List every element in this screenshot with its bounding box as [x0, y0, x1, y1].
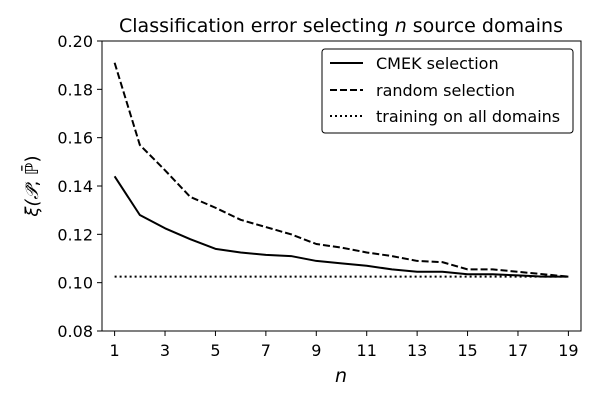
x-tick-label: 5: [210, 341, 220, 360]
y-axis-ticks: 0.08 0.10 0.12 0.14 0.16 0.18 0.20: [57, 32, 102, 341]
y-axis-label-part-4: ℙ̄: [21, 162, 43, 175]
x-tick-label: 9: [311, 341, 321, 360]
plot-area-frame: [101, 40, 582, 332]
x-tick-label: 7: [261, 341, 271, 360]
x-axis-label: n: [335, 365, 347, 387]
chart-title: Classification error selecting n source …: [119, 15, 563, 37]
y-tick-label: 0.20: [57, 32, 93, 51]
y-axis-label-part-1: ξ(: [22, 199, 43, 218]
chart-title-prefix: Classification error selecting: [119, 15, 395, 37]
y-tick-label: 0.14: [57, 177, 93, 196]
x-tick-label: 19: [558, 341, 578, 360]
chart-title-suffix: source domains: [407, 15, 563, 37]
series-line-cmek: [113, 175, 569, 278]
y-axis-label: ξ(𝒫̂, ℙ̄): [21, 155, 43, 217]
y-tick-label: 0.18: [57, 80, 93, 99]
legend-label-cmek: CMEK selection: [376, 54, 499, 73]
legend-label-random: random selection: [376, 81, 515, 100]
y-tick-label: 0.12: [57, 225, 93, 244]
x-tick-label: 15: [457, 341, 477, 360]
series-lines: [113, 62, 569, 278]
legend: CMEK selection random selection training…: [321, 48, 574, 134]
legend-label-all-domains: training on all domains: [376, 107, 560, 126]
y-tick-label: 0.10: [57, 274, 93, 293]
y-axis-label-part-3: ,: [22, 175, 43, 186]
x-tick-label: 11: [357, 341, 377, 360]
y-axis-label-part-5: ): [22, 155, 43, 162]
series-line-random: [113, 62, 569, 278]
chart-title-variable: n: [395, 15, 407, 37]
legend-frame: [321, 48, 574, 134]
x-tick-label: 3: [160, 341, 170, 360]
y-tick-label: 0.08: [57, 322, 93, 341]
x-tick-label: 1: [110, 341, 120, 360]
x-tick-label: 13: [407, 341, 427, 360]
y-tick-label: 0.16: [57, 129, 93, 148]
x-tick-label: 17: [508, 341, 528, 360]
